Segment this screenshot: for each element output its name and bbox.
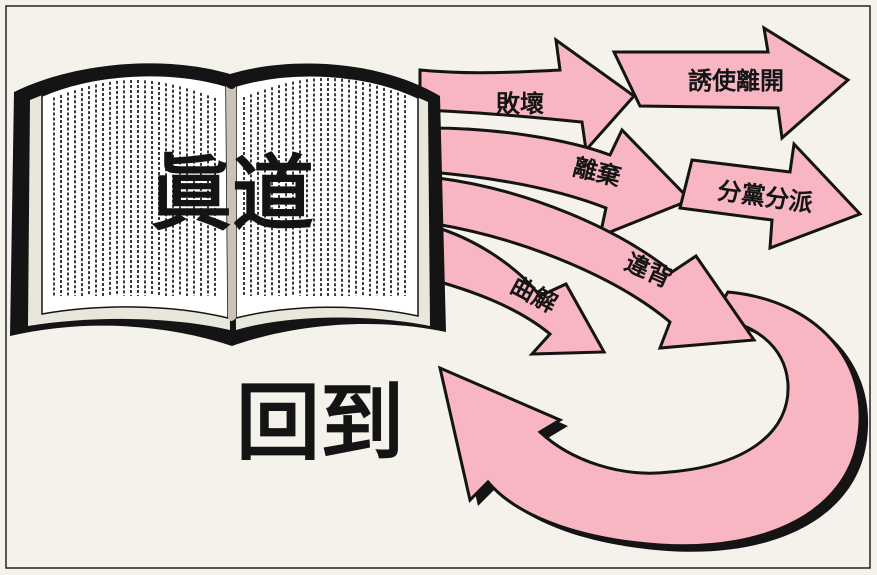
arrow-entice-away <box>611 24 851 141</box>
right-page <box>235 75 419 319</box>
return-arrow-body <box>437 290 862 548</box>
return-u-arrow <box>437 290 869 552</box>
scripture-text-lines <box>53 78 406 296</box>
book-spine <box>226 86 236 321</box>
arrow-factions <box>678 140 863 251</box>
arrows-group <box>418 24 863 356</box>
return-label: 回到 <box>236 374 404 472</box>
arrow-forsake <box>428 126 693 239</box>
arrow-violate <box>434 176 757 350</box>
label-corrupt: 敗壞 <box>496 90 544 118</box>
label-entice-away: 誘使離開 <box>688 67 784 95</box>
book-title: 眞道 <box>150 147 314 242</box>
frame-border <box>5 5 871 569</box>
open-book: 眞道 <box>10 63 446 346</box>
arrow-twist <box>424 224 607 356</box>
